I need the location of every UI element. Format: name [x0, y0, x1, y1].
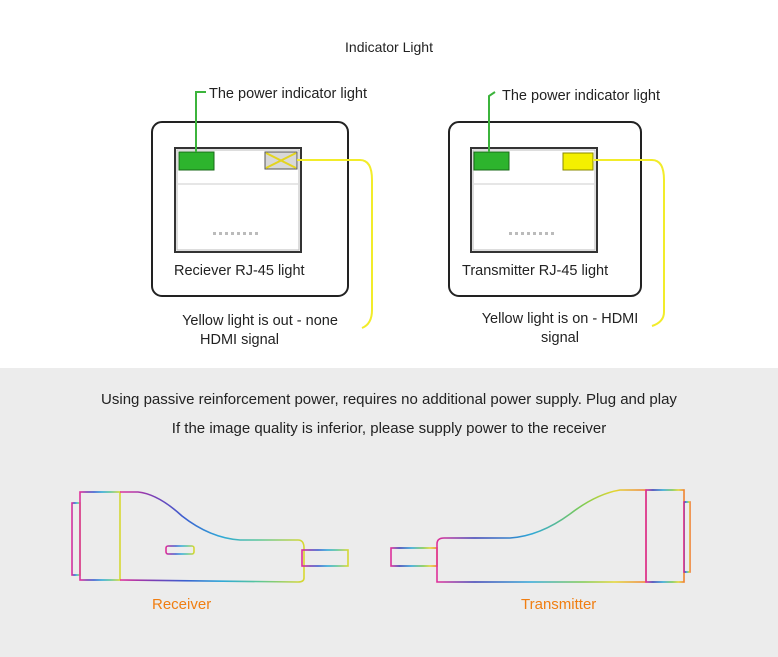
transmitter-device	[390, 489, 691, 583]
receiver-yellow-led-off	[264, 151, 298, 170]
transmitter-caption-line1: Yellow light is on - HDMI	[481, 311, 639, 327]
receiver-port-label: Reciever RJ-45 light	[174, 263, 305, 279]
receiver-label: Receiver	[152, 596, 212, 613]
receiver-caption: Yellow light is out - none HDMI signal	[160, 312, 360, 350]
receiver-caption-line2: HDMI signal	[200, 332, 279, 348]
power-section	[0, 368, 778, 657]
transmitter-caption-line2: signal	[541, 330, 579, 346]
receiver-signal-lead	[297, 159, 373, 329]
transmitter-power-lead	[488, 91, 496, 152]
receiver-device	[71, 491, 349, 583]
receiver-caption-line1: Yellow light is out - none	[182, 313, 338, 329]
indicator-section	[0, 0, 778, 368]
page-title: Indicator Light	[345, 39, 433, 55]
transmitter-caption: Yellow light is on - HDMI signal	[462, 310, 658, 348]
transmitter-signal-lead	[593, 159, 665, 327]
receiver-green-led	[178, 151, 215, 171]
power-note-line2: If the image quality is inferior, please…	[171, 420, 607, 437]
receiver-contact-pins	[213, 232, 258, 235]
transmitter-contact-pins	[509, 232, 554, 235]
receiver-port	[151, 91, 373, 329]
transmitter-green-led	[473, 151, 510, 171]
transmitter-label: Transmitter	[521, 596, 597, 613]
transmitter-port-label: Transmitter RJ-45 light	[462, 263, 609, 279]
receiver-power-label: The power indicator light	[209, 86, 367, 102]
power-note-line1: Using passive reinforcement power, requi…	[101, 391, 677, 408]
transmitter-port	[448, 91, 665, 327]
transmitter-power-label: The power indicator light	[502, 88, 660, 104]
receiver-power-lead	[195, 91, 206, 152]
transmitter-yellow-led-on	[562, 152, 594, 171]
